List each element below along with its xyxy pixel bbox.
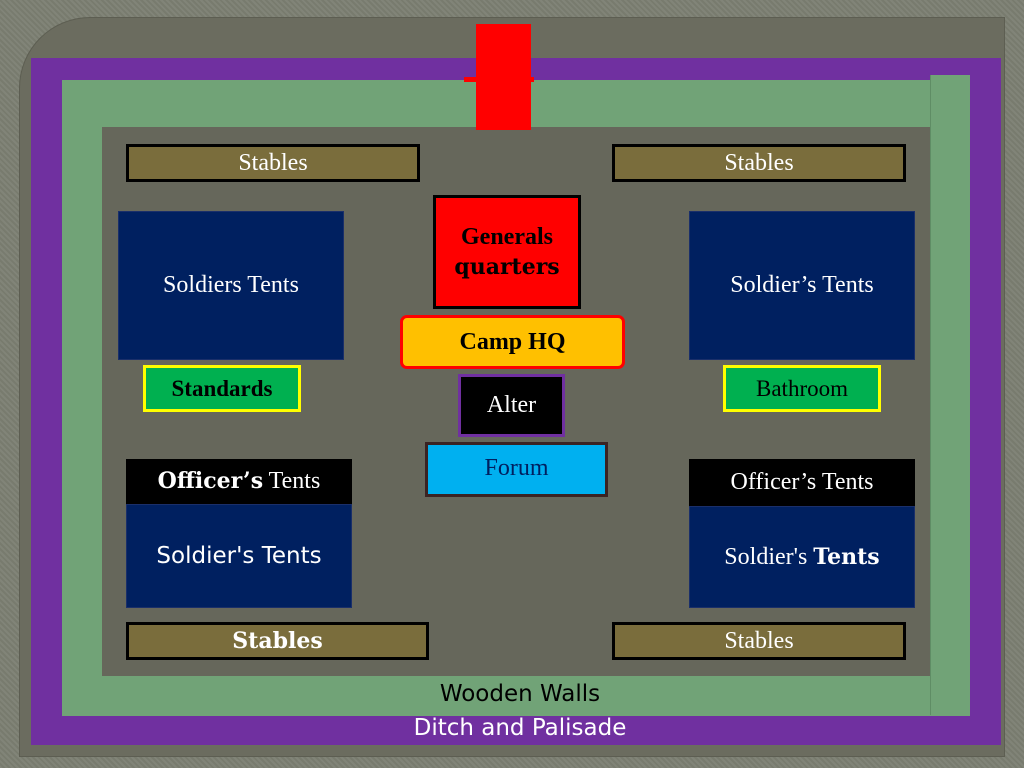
stables-top-right: Stables	[612, 144, 906, 182]
soldiers-plain: Soldier's	[724, 543, 814, 570]
officers-tents-label: Officer’s Tents	[730, 469, 874, 495]
officers-bold: Officer’s	[157, 468, 264, 494]
stables-label: Stables	[724, 627, 794, 654]
camp-hq: Camp HQ	[400, 315, 625, 369]
soldiers-tents-top-right: Soldier’s Tents	[689, 211, 915, 360]
wooden-walls-label: Wooden Walls	[439, 681, 601, 707]
tents-bold: Tents	[813, 543, 880, 570]
generals-label: Generals	[461, 223, 553, 250]
forum: Forum	[425, 442, 608, 497]
standards-label: Standards	[171, 375, 273, 401]
camp-hq-label: Camp HQ	[459, 328, 566, 355]
officers-tents-label: Officer’s Tents	[158, 468, 321, 495]
officers-tents-right: Officer’s Tents	[689, 459, 915, 506]
quarters-label: quarters	[454, 254, 560, 281]
bathroom-label: Bathroom	[756, 375, 848, 401]
alter-label: Alter	[486, 392, 537, 418]
stables-top-left: Stables	[126, 144, 420, 182]
officers-tents-left: Officer’s Tents	[126, 459, 352, 504]
wall-right-segment	[930, 75, 970, 715]
tents-label: Soldiers Tents	[163, 272, 299, 298]
alter: Alter	[458, 374, 565, 437]
tents-label: Soldier's Tents	[156, 543, 322, 569]
tents-label: Soldier's Tents	[724, 544, 879, 571]
stables-bottom-left: Stables	[126, 622, 429, 660]
officers-rest: Tents	[263, 468, 321, 494]
stables-label: Stables	[238, 149, 308, 176]
stables-label: Stables	[232, 628, 323, 654]
forum-label: Forum	[484, 455, 549, 481]
soldiers-tents-top-left: Soldiers Tents	[118, 211, 344, 360]
camp-gate	[476, 24, 531, 130]
tents-label: Soldier’s Tents	[730, 272, 874, 298]
stables-label: Stables	[724, 149, 794, 176]
generals-quarters: Generals quarters	[433, 195, 581, 309]
soldiers-tents-bottom-right: Soldier's Tents	[689, 506, 915, 608]
stables-bottom-right: Stables	[612, 622, 906, 660]
ditch-palisade-label: Ditch and Palisade	[413, 715, 627, 741]
bathroom: Bathroom	[723, 365, 881, 412]
standards: Standards	[143, 365, 301, 412]
soldiers-tents-bottom-left: Soldier's Tents	[126, 504, 352, 608]
